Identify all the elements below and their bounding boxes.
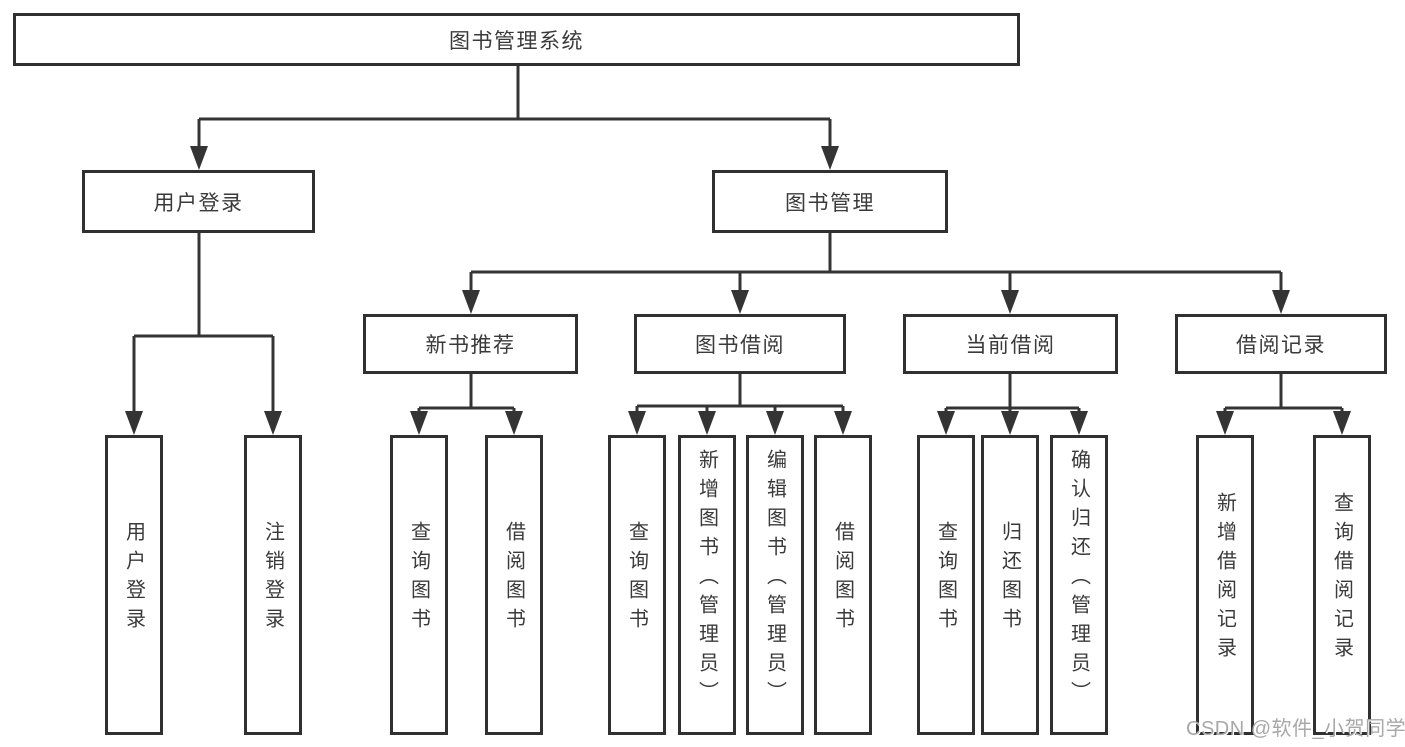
node-label: 借阅图书 <box>502 521 525 637</box>
node-label: 查询图书 <box>625 521 648 637</box>
node-label: 图书管理系统 <box>449 29 584 53</box>
node-borrowing-records: 借阅记录 <box>1175 314 1387 374</box>
node-label: 当前借阅 <box>965 334 1056 357</box>
leaf-edit-books-admin: 编辑图书（管理员） <box>746 435 804 735</box>
leaf-borrow-books-recommend: 借阅图书 <box>485 435 543 735</box>
node-label: 借阅记录 <box>1236 334 1326 357</box>
leaf-add-books-admin: 新增图书（管理员） <box>678 435 736 735</box>
leaf-query-books-recommend: 查询图书 <box>390 435 448 735</box>
node-label: 注销登录 <box>261 521 284 637</box>
node-current-borrowing: 当前借阅 <box>903 314 1118 374</box>
leaf-confirm-return-admin: 确认归还（管理员） <box>1050 435 1108 735</box>
node-label: 图书借阅 <box>695 334 785 357</box>
node-label: 图书管理 <box>785 191 875 215</box>
leaf-return-books: 归还图书 <box>981 435 1039 735</box>
leaf-query-books-current: 查询图书 <box>917 435 975 735</box>
node-label: 查询图书 <box>407 521 430 637</box>
node-label: 新增借阅记录 <box>1213 492 1236 666</box>
csdn-watermark: CSDN @软件_小贺同学 <box>1186 718 1405 740</box>
node-label: 新书推荐 <box>425 334 516 357</box>
node-label: 归还图书 <box>998 521 1021 637</box>
node-root-system: 图书管理系统 <box>13 13 1020 66</box>
node-label: 用户登录 <box>153 191 244 215</box>
node-label: 确认归还（管理员） <box>1067 448 1090 710</box>
node-label: 查询图书 <box>934 521 957 637</box>
node-new-book-recommendation: 新书推荐 <box>363 314 578 374</box>
leaf-borrow-books-borrowing: 借阅图书 <box>814 435 872 735</box>
node-book-management-branch: 图书管理 <box>712 170 948 233</box>
leaf-add-borrow-record: 新增借阅记录 <box>1196 435 1254 735</box>
node-book-borrowing: 图书借阅 <box>634 314 846 374</box>
arrowheads <box>125 146 1351 435</box>
node-label: 查询借阅记录 <box>1330 492 1353 666</box>
node-user-login-branch: 用户登录 <box>82 170 315 233</box>
leaf-logout: 注销登录 <box>244 435 302 735</box>
node-label: 编辑图书（管理员） <box>763 448 786 710</box>
leaf-query-borrow-record: 查询借阅记录 <box>1313 435 1371 735</box>
leaf-query-books-borrowing: 查询图书 <box>608 435 666 735</box>
node-label: 用户登录 <box>122 521 145 637</box>
node-label: 新增图书（管理员） <box>695 448 718 710</box>
node-label: 借阅图书 <box>831 521 854 637</box>
leaf-user-login: 用户登录 <box>105 435 163 735</box>
